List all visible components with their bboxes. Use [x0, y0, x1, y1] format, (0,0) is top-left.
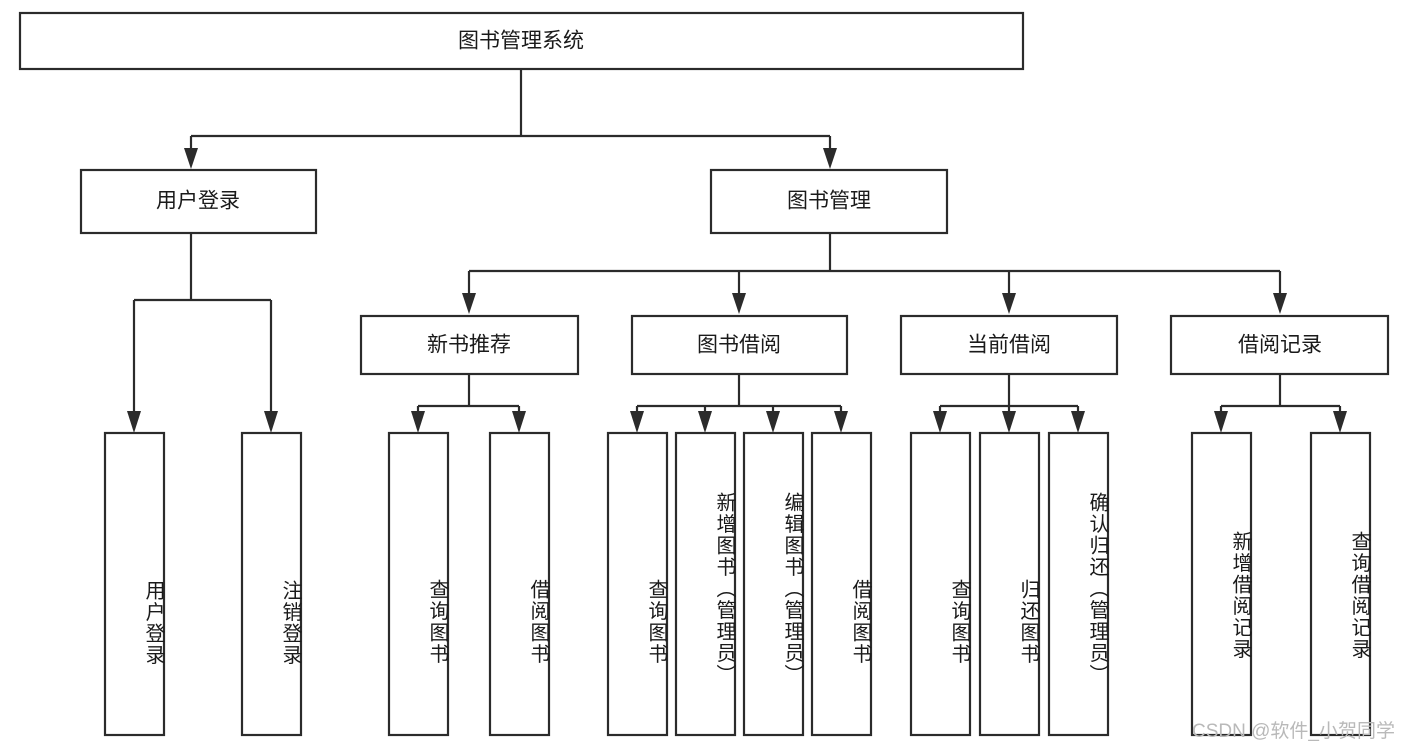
node-user-login[interactable]: 用户登录	[79, 168, 318, 235]
node-leaf-box-add-record[interactable]	[1190, 431, 1253, 737]
edge-group-new-book	[411, 374, 526, 433]
node-new-book-recommend[interactable]: 新书推荐	[359, 314, 580, 376]
node-root[interactable]: 图书管理系统	[18, 11, 1025, 71]
node-new-book-recommend-label: 新书推荐	[427, 334, 511, 357]
node-borrow-record-box[interactable]	[1169, 314, 1390, 376]
node-current-borrow[interactable]: 当前借阅	[899, 314, 1119, 376]
arrow-head-icon	[698, 411, 712, 433]
arrow-head-icon	[1214, 411, 1228, 433]
node-leaf-box-borrow-book-2[interactable]	[810, 431, 873, 737]
node-current-borrow-box[interactable]	[899, 314, 1119, 376]
node-book-management[interactable]: 图书管理	[709, 168, 949, 235]
arrow-head-icon	[127, 411, 141, 433]
arrow-head-icon	[184, 148, 198, 169]
node-leaf-box-query-record[interactable]	[1309, 431, 1372, 737]
node-borrow-record[interactable]: 借阅记录	[1169, 314, 1390, 376]
edge-group-root	[184, 69, 837, 169]
arrow-head-icon	[462, 293, 476, 314]
arrow-head-icon	[732, 293, 746, 314]
node-book-borrow-box[interactable]	[630, 314, 849, 376]
node-current-borrow-label: 当前借阅	[967, 334, 1051, 357]
arrow-head-icon	[411, 411, 425, 433]
node-leaf-box-return-book[interactable]	[978, 431, 1041, 737]
arrow-head-icon	[1002, 411, 1016, 433]
arrow-head-icon	[766, 411, 780, 433]
node-leaf-box-add-book[interactable]	[674, 431, 737, 737]
edge-group-book-borrow	[630, 374, 848, 433]
node-leaf-box-user-login[interactable]	[103, 431, 166, 737]
node-leaf-box-confirm-return[interactable]	[1047, 431, 1110, 737]
node-book-management-label: 图书管理	[787, 190, 871, 213]
node-book-management-box[interactable]	[709, 168, 949, 235]
node-leaf-box-query-book-1[interactable]	[387, 431, 450, 737]
arrow-head-icon	[933, 411, 947, 433]
node-new-book-recommend-box[interactable]	[359, 314, 580, 376]
arrow-head-icon	[1333, 411, 1347, 433]
node-user-login-box[interactable]	[79, 168, 318, 235]
arrow-head-icon	[512, 411, 526, 433]
leaf-boxes	[103, 431, 1372, 737]
node-root-box[interactable]	[18, 11, 1025, 71]
arrow-head-icon	[1071, 411, 1085, 433]
arrow-head-icon	[1273, 293, 1287, 314]
edge-group-current-borrow	[933, 374, 1085, 433]
node-root-label: 图书管理系统	[458, 30, 584, 53]
node-leaf-box-query-book-2[interactable]	[606, 431, 669, 737]
arrow-head-icon	[630, 411, 644, 433]
node-book-borrow-label: 图书借阅	[697, 334, 781, 357]
node-book-borrow[interactable]: 图书借阅	[630, 314, 849, 376]
arrow-head-icon	[264, 411, 278, 433]
node-leaf-box-logout[interactable]	[240, 431, 303, 737]
node-user-login-label: 用户登录	[156, 190, 240, 213]
node-leaf-box-edit-book[interactable]	[742, 431, 805, 737]
arrow-head-icon	[1002, 293, 1016, 314]
arrow-head-icon	[823, 148, 837, 169]
arrow-head-icon	[834, 411, 848, 433]
edge-group-book-mgmt	[462, 233, 1287, 314]
node-leaf-box-query-book-3[interactable]	[909, 431, 972, 737]
edge-group-user-login	[127, 233, 278, 433]
watermark-text: CSDN @软件_小贺同学	[1192, 721, 1395, 742]
node-borrow-record-label: 借阅记录	[1238, 334, 1322, 357]
node-leaf-box-borrow-book-1[interactable]	[488, 431, 551, 737]
edge-group-borrow-record	[1214, 374, 1347, 433]
